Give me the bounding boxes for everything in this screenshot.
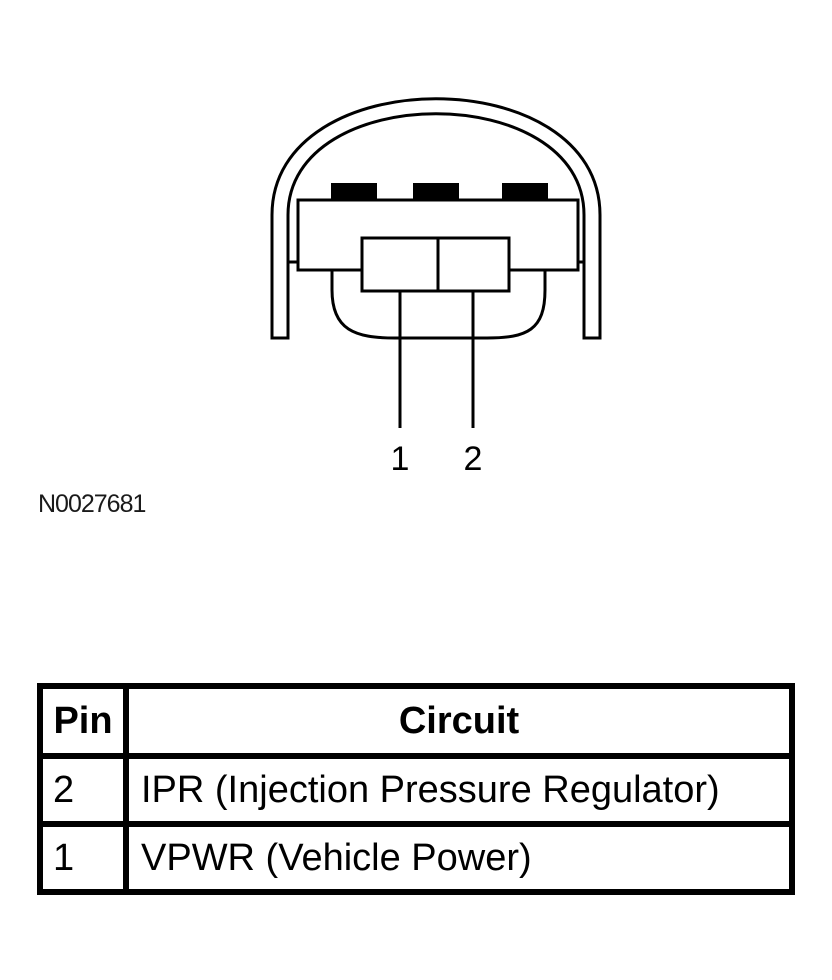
connector-diagram: 1 2 xyxy=(270,97,602,478)
connector-shroud xyxy=(270,97,602,340)
terminal-cavity-2 xyxy=(436,236,511,293)
table-row: 2 IPR (Injection Pressure Regulator) xyxy=(37,753,795,827)
pin-column-header: Pin xyxy=(37,683,129,759)
pin-2-label: 2 xyxy=(464,440,483,478)
pin-cell: 1 xyxy=(37,821,129,895)
pin-1-label: 1 xyxy=(391,440,410,478)
circuit-cell: IPR (Injection Pressure Regulator) xyxy=(123,753,795,827)
top-tab-right xyxy=(502,183,548,200)
top-tab-center xyxy=(413,183,459,200)
pin-cell: 2 xyxy=(37,753,129,827)
figure-id: N0027681 xyxy=(38,490,146,518)
table-header-row: Pin Circuit xyxy=(37,683,795,759)
pin-circuit-table: Pin Circuit 2 IPR (Injection Pressure Re… xyxy=(37,683,795,895)
circuit-cell: VPWR (Vehicle Power) xyxy=(123,821,795,895)
top-tab-left xyxy=(331,183,377,200)
terminal-cavity-1 xyxy=(360,236,440,293)
connector-skirt xyxy=(330,270,547,340)
circuit-column-header: Circuit xyxy=(123,683,795,759)
table-row: 1 VPWR (Vehicle Power) xyxy=(37,821,795,895)
